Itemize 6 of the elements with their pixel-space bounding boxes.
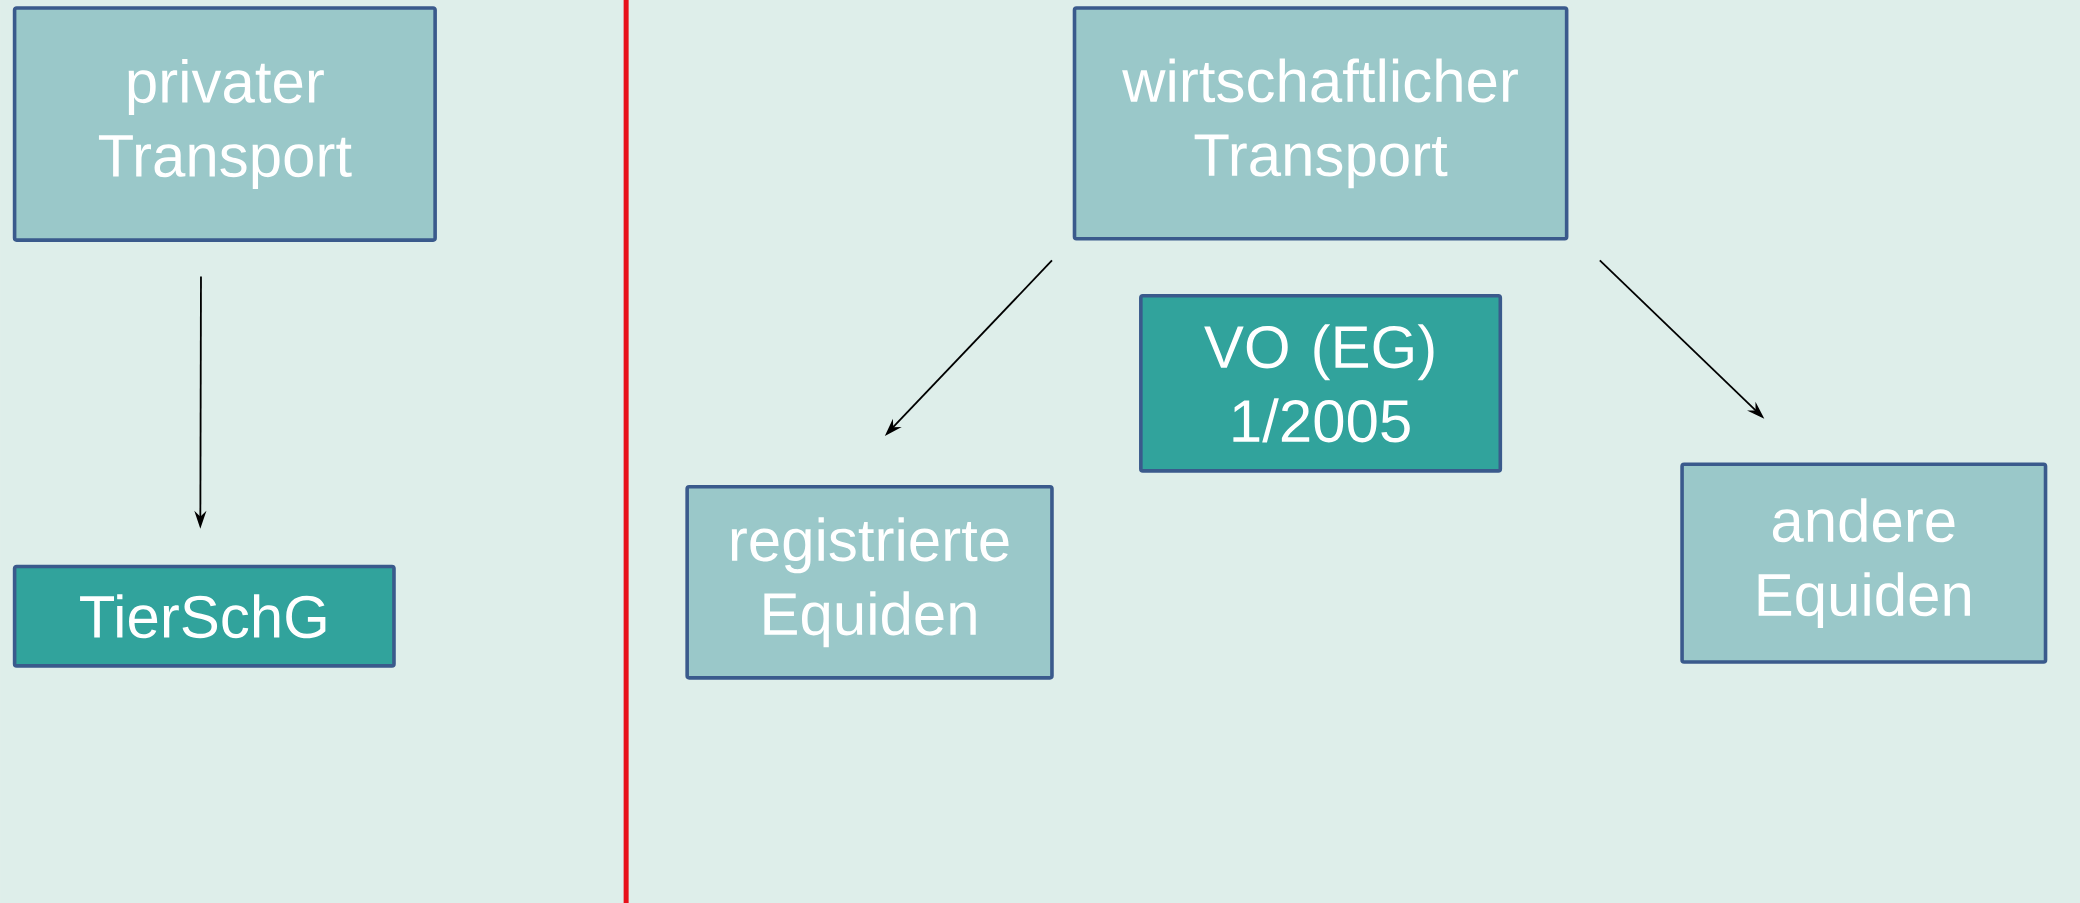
text-box: wirtschaftlicher Transport	[1072, 5, 1569, 241]
text-box: privater Transport	[12, 6, 437, 242]
text-box: andere Equiden	[1680, 462, 2048, 664]
text-box: TierSchG	[12, 564, 396, 668]
text-box: VO (EG) 1/2005	[1139, 293, 1503, 473]
text-box: registrierte Equiden	[685, 484, 1054, 680]
